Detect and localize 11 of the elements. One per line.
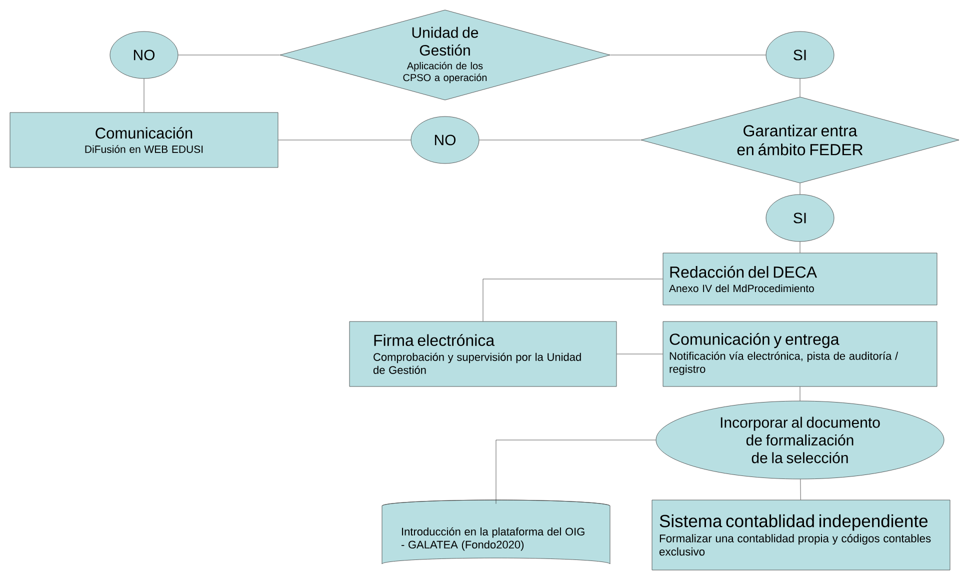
connector-line bbox=[482, 278, 663, 322]
process-box: Comunicación y entrega Notificación vía electrónica, pista de auditoría / registro bbox=[662, 321, 938, 387]
connector-line bbox=[496, 440, 656, 504]
database-cylinder: Introducción en la plataforma del OIG - GALATEA (Fondo2020) bbox=[382, 500, 610, 564]
connector-line bbox=[610, 54, 766, 56]
process-box: Firma electrónica Comprobación y supervisión por la Unidad de Gestión bbox=[349, 321, 617, 387]
connector-line bbox=[800, 479, 801, 500]
connector-line bbox=[178, 54, 280, 56]
process-box: Sistema contablidad independiente Formalizar una contablidad propia y códigos contables exclusivo bbox=[652, 500, 950, 570]
process-box: Redacción del DECA Anexo IV del MdProcedimiento bbox=[662, 252, 938, 306]
process-box: Comunicación DiFusión en WEB EDUSI bbox=[10, 112, 278, 168]
